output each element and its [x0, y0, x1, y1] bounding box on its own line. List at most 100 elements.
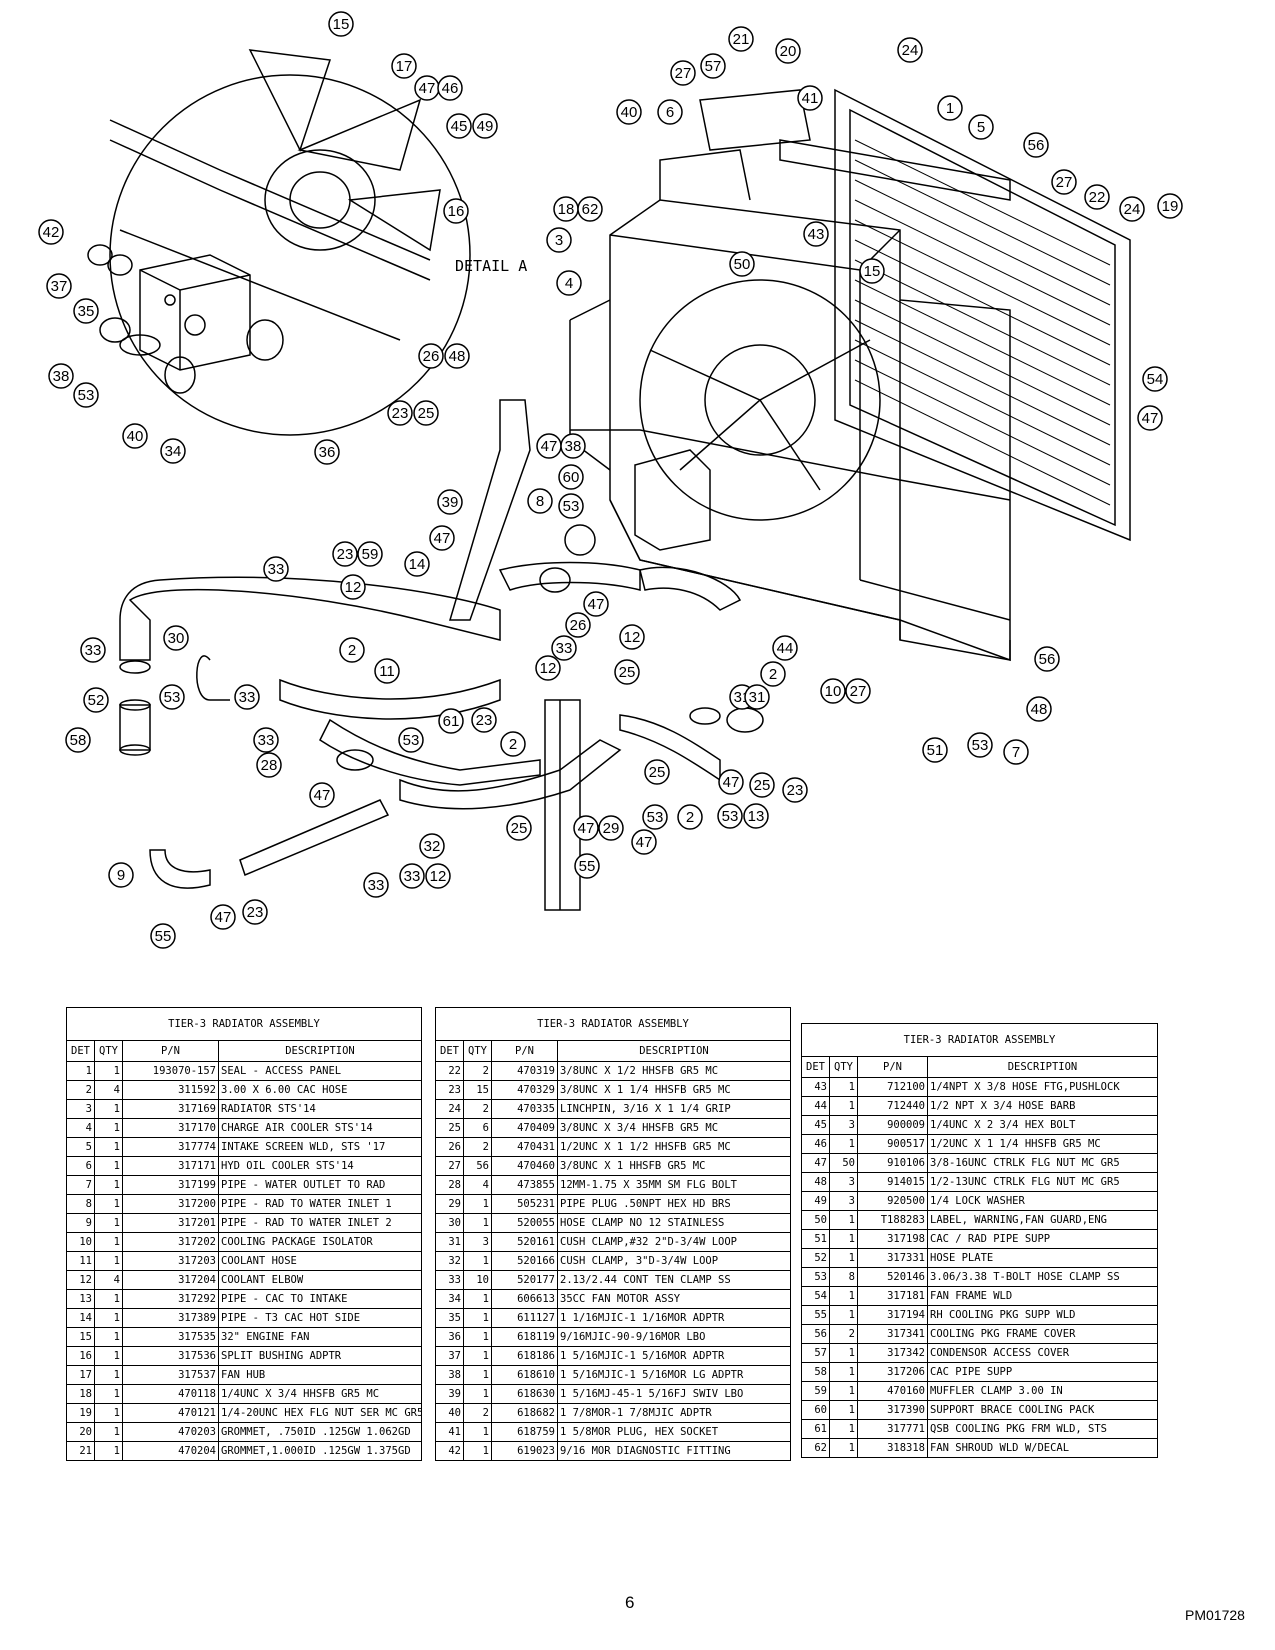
callout-number: 12	[345, 579, 362, 596]
cell-description: 3/8UNC X 3/4 HHSFB GR5 MC	[557, 1118, 791, 1138]
cell-qty: 1	[94, 1137, 123, 1157]
cell-pn: 317537	[122, 1365, 219, 1385]
cell-det: 62	[801, 1438, 830, 1458]
cell-description: 1/4-20UNC HEX FLG NUT SER MC GR5	[218, 1403, 422, 1423]
cell-qty: 10	[463, 1270, 492, 1290]
cell-det: 49	[801, 1191, 830, 1211]
callout-bubble: 48	[1026, 696, 1052, 722]
cell-det: 23	[435, 1080, 464, 1100]
callout-circle	[314, 439, 340, 465]
callout-circle	[1142, 366, 1168, 392]
cell-description: RH COOLING PKG SUPP WLD	[927, 1305, 1158, 1325]
cell-qty: 1	[829, 1362, 858, 1382]
callout-number: 33	[268, 561, 285, 578]
cell-det: 9	[66, 1213, 95, 1233]
callout-bubble: 44	[772, 635, 798, 661]
cell-det: 8	[66, 1194, 95, 1214]
callout-number: 6	[666, 104, 674, 121]
callout-number: 16	[448, 203, 465, 220]
cell-det: 40	[435, 1403, 464, 1423]
cell-pn: 317203	[122, 1251, 219, 1271]
callout-number: 33	[368, 877, 385, 894]
callout-bubble: 55	[574, 853, 600, 879]
callout-number: 27	[1056, 174, 1073, 191]
callout-bubble: 12	[340, 574, 366, 600]
col-header-qty: QTY	[829, 1056, 858, 1078]
callout-bubble: 8	[527, 488, 553, 514]
callout-bubble: 27	[670, 60, 696, 86]
callout-number: 56	[1028, 137, 1045, 154]
cell-qty: 6	[463, 1118, 492, 1138]
callout-bubble: 2	[339, 637, 365, 663]
callout-circle	[419, 833, 445, 859]
cell-description: CUSH CLAMP,#32 2"D-3/4W LOOP	[557, 1232, 791, 1252]
callout-number: 30	[168, 630, 185, 647]
callout-circle	[437, 75, 463, 101]
cell-pn: 611127	[491, 1308, 558, 1328]
callout-circle	[1026, 696, 1052, 722]
cell-det: 59	[801, 1381, 830, 1401]
callout-circle	[210, 904, 236, 930]
cell-qty: 1	[463, 1213, 492, 1233]
callout-bubble: 13	[743, 803, 769, 829]
cell-qty: 1	[94, 1194, 123, 1214]
cell-qty: 8	[829, 1267, 858, 1287]
callout-bubble: 17	[391, 53, 417, 79]
cell-qty: 1	[829, 1248, 858, 1268]
parts-table-title: TIER-3 RADIATOR ASSEMBLY	[801, 1023, 1158, 1057]
col-header-pn: P/N	[122, 1040, 219, 1062]
callout-bubble: 55	[150, 923, 176, 949]
callout-number: 22	[1089, 189, 1106, 206]
callout-circle	[413, 400, 439, 426]
callout-bubble: 23	[471, 707, 497, 733]
callout-bubble: 4	[556, 270, 582, 296]
callout-number: 4	[565, 275, 573, 292]
cell-det: 43	[801, 1077, 830, 1097]
cell-qty: 1	[94, 1099, 123, 1119]
detail-a-label: DETAIL A	[455, 257, 527, 275]
cell-description: 1 7/8MOR-1 7/8MJIC ADPTR	[557, 1403, 791, 1423]
callout-circle	[122, 423, 148, 449]
callout-bubble: 18	[553, 196, 579, 222]
cell-pn: 470203	[122, 1422, 219, 1442]
callout-bubble: 33	[253, 727, 279, 753]
callout-bubble: 10	[820, 678, 846, 704]
callout-number: 44	[777, 640, 794, 657]
callout-circle	[743, 803, 769, 829]
callout-number: 37	[51, 278, 68, 295]
cell-det: 51	[801, 1229, 830, 1249]
callout-number: 12	[624, 629, 641, 646]
cell-det: 20	[66, 1422, 95, 1442]
callout-circle	[820, 678, 846, 704]
cell-qty: 2	[829, 1324, 858, 1344]
cell-det: 29	[435, 1194, 464, 1214]
callout-circle	[387, 400, 413, 426]
cell-pn: 317536	[122, 1346, 219, 1366]
callout-circle	[728, 26, 754, 52]
cell-pn: 470160	[857, 1381, 928, 1401]
callout-bubble: 47	[429, 525, 455, 551]
callout-bubble: 15	[859, 258, 885, 284]
callout-circle	[775, 38, 801, 64]
callout-circle	[583, 591, 609, 617]
cell-pn: 470121	[122, 1403, 219, 1423]
cell-det: 61	[801, 1419, 830, 1439]
cell-qty: 1	[94, 1441, 123, 1461]
callout-bubble: 2	[677, 804, 703, 830]
callout-circle	[1034, 646, 1060, 672]
cell-description: FAN HUB	[218, 1365, 422, 1385]
cell-description: PIPE - RAD TO WATER INLET 1	[218, 1194, 422, 1214]
cell-qty: 1	[829, 1419, 858, 1439]
